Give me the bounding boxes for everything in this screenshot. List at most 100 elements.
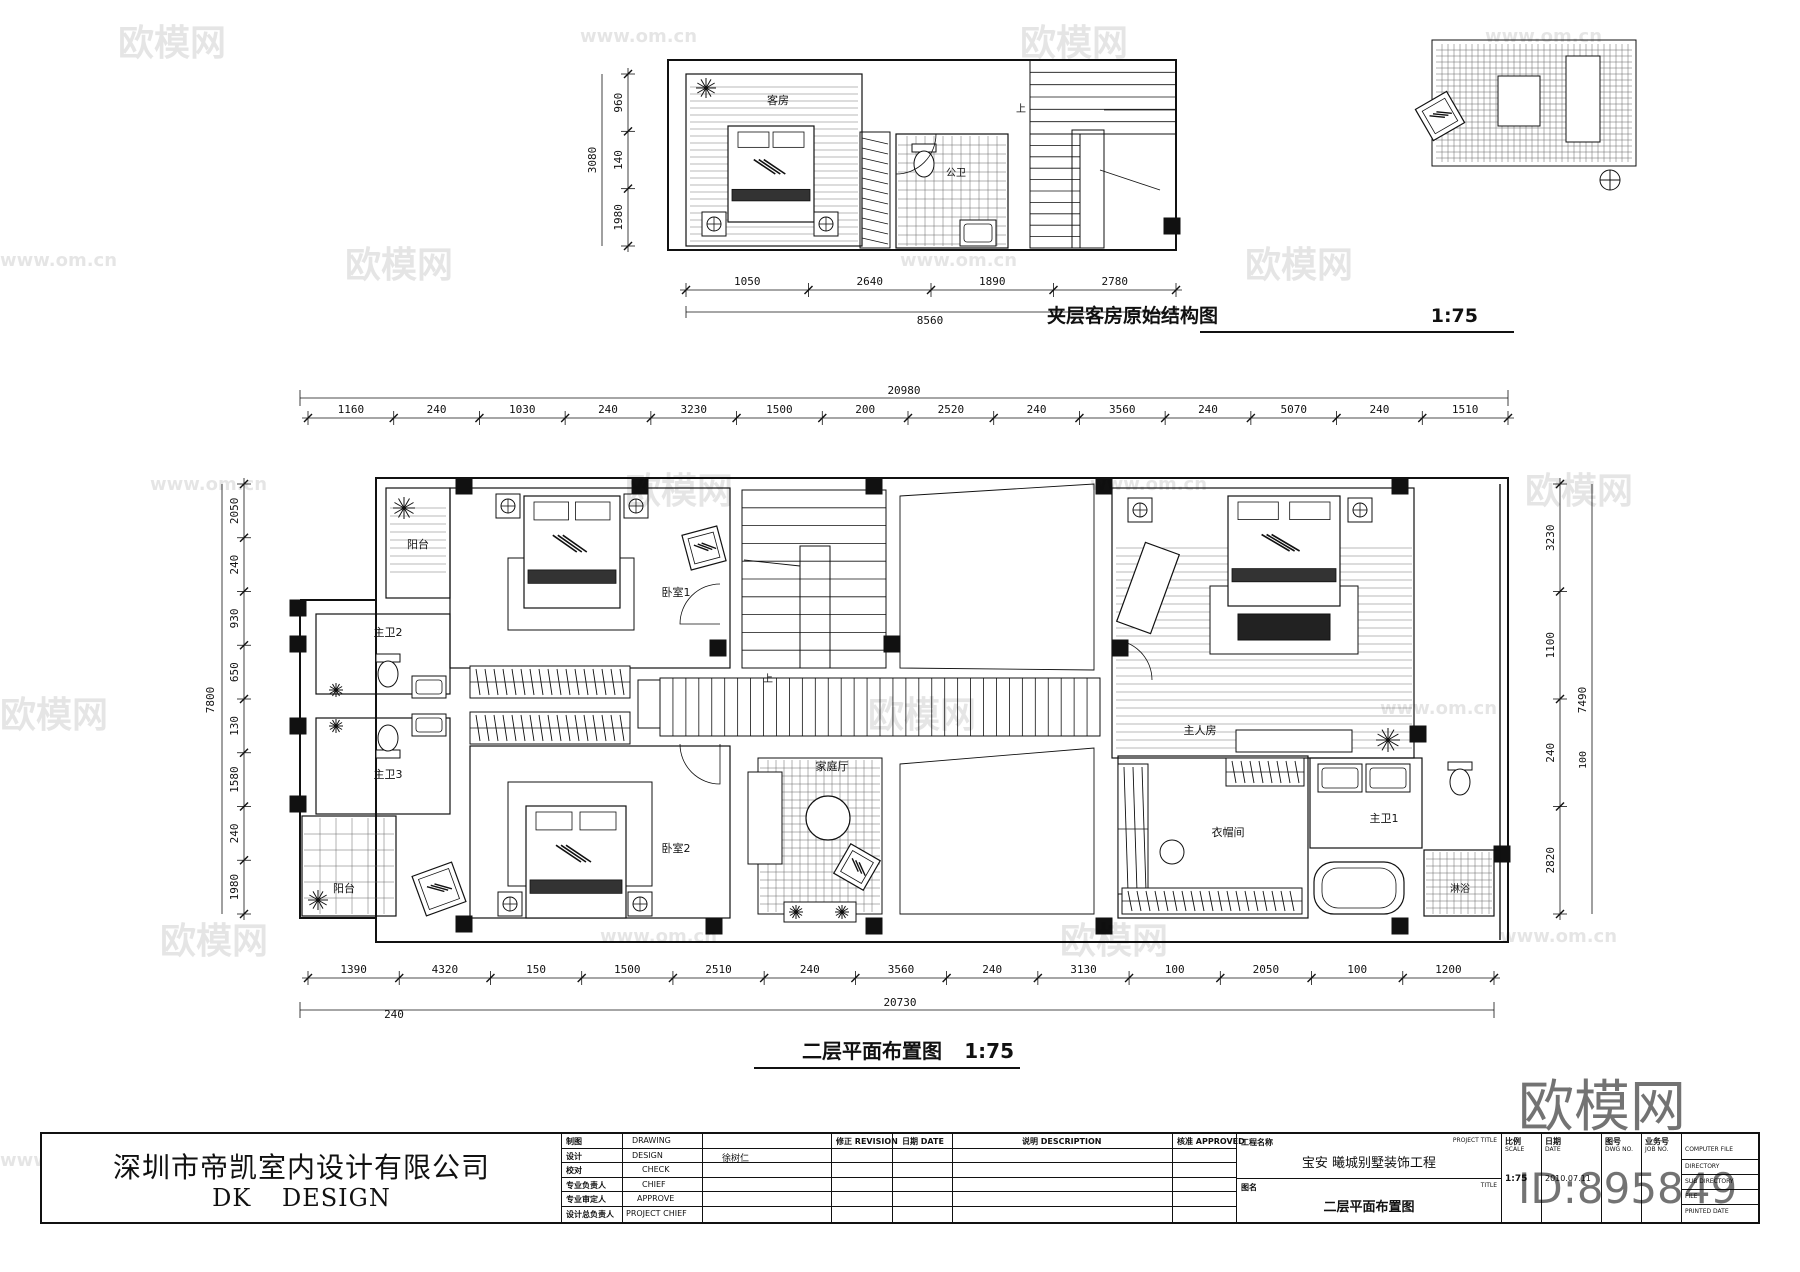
armchair-cushion bbox=[1436, 111, 1452, 115]
plant-leaf bbox=[1387, 739, 1395, 751]
scale-value: 1:75 bbox=[1505, 1174, 1528, 1184]
wardrobe-hanger bbox=[511, 714, 517, 742]
second-floor-west-bay bbox=[299, 599, 376, 919]
bed-pillow bbox=[579, 811, 617, 831]
plant-leaf bbox=[792, 905, 797, 913]
balcony-bottom-plant bbox=[308, 890, 328, 910]
dimension-slash bbox=[1215, 973, 1225, 983]
family-hall-plant bbox=[835, 905, 849, 919]
dimension-slash bbox=[1171, 285, 1181, 295]
signoff-role-en: DRAWING bbox=[632, 1136, 671, 1145]
armchair-seat bbox=[687, 531, 721, 565]
bath1-toilet bbox=[1447, 761, 1473, 796]
toilet-bowl bbox=[377, 724, 399, 752]
dimension-slash bbox=[239, 479, 249, 489]
wardrobe-hanger bbox=[1240, 760, 1246, 784]
dimension-label: 1030 bbox=[509, 403, 536, 416]
second-floor-outline bbox=[375, 477, 1509, 943]
signoff-grid: 制图 DRAWING 设计 DESIGN 徐树仁 校对 CHECK 专业负责人 … bbox=[562, 1134, 832, 1222]
bed-pillow bbox=[772, 131, 805, 148]
dimension-label: 240 bbox=[598, 403, 618, 416]
dimension-label: 1200 bbox=[1435, 963, 1462, 976]
bath2-label: 主卫2 bbox=[374, 626, 403, 639]
wardrobe-hanger bbox=[1289, 890, 1295, 912]
signoff-role-en: CHIEF bbox=[642, 1179, 666, 1189]
wardrobe-hanger bbox=[1262, 890, 1268, 912]
wardrobe-hanger bbox=[610, 714, 616, 742]
armchair-body bbox=[832, 842, 882, 892]
wardrobe-hanger bbox=[1235, 890, 1241, 912]
dimension-slash bbox=[1332, 413, 1342, 423]
wardrobe-hanger bbox=[1231, 760, 1237, 784]
armchair-cushion bbox=[855, 860, 863, 874]
scale-label: 比例 bbox=[1505, 1137, 1521, 1146]
revision-row bbox=[832, 1192, 1237, 1207]
signoff-role-en: PROJECT CHIEF bbox=[626, 1209, 687, 1218]
armchair-seat bbox=[1421, 97, 1459, 135]
plant-leaf bbox=[1387, 733, 1399, 741]
company-name-en-2: DESIGN bbox=[281, 1184, 391, 1212]
plant-leaf bbox=[697, 82, 707, 89]
master-chaise-lounge bbox=[1115, 541, 1181, 635]
dimension-label: 130 bbox=[228, 716, 241, 736]
dimension-label: 3230 bbox=[1544, 525, 1557, 552]
second-floor-dim-right-total: 7490 bbox=[1576, 687, 1589, 714]
sink-counter bbox=[1365, 763, 1411, 793]
dimension-slash bbox=[239, 909, 249, 919]
balcony-bottom-tiles bbox=[304, 818, 394, 914]
watermark-logo-big: 欧模网 bbox=[1518, 1075, 1686, 1140]
signoff-row: 专业负责人 CHIEF bbox=[562, 1178, 832, 1193]
dimension-label: 240 bbox=[1198, 403, 1218, 416]
dimension-label: 100 bbox=[1347, 963, 1367, 976]
dwg-no-label: 图号 bbox=[1605, 1137, 1621, 1146]
dimension-slash bbox=[623, 184, 633, 194]
bedroom2-label: 卧室2 bbox=[662, 841, 691, 855]
bed-cover-fold bbox=[557, 534, 583, 553]
wardrobe-hanger bbox=[547, 714, 553, 742]
dimension-slash bbox=[239, 533, 249, 543]
closet-side-wardrobe bbox=[1117, 763, 1149, 895]
wardrobe-hanger bbox=[475, 714, 481, 742]
plant-leaf bbox=[838, 905, 843, 913]
master-plant bbox=[1376, 728, 1400, 752]
closet-top-wardrobe bbox=[1225, 757, 1305, 787]
dimension-label: 150 bbox=[526, 963, 546, 976]
dimension-slash bbox=[732, 413, 742, 423]
balcony-top-plant bbox=[393, 497, 415, 519]
armchair-cushion bbox=[1429, 115, 1445, 119]
public-bath-label: 公卫 bbox=[946, 168, 966, 179]
armchair-cushion bbox=[697, 543, 713, 551]
bed-cover-fold bbox=[552, 534, 578, 553]
dimension-slash bbox=[303, 973, 313, 983]
dimension-label: 1100 bbox=[1544, 632, 1557, 659]
dimension-label: 2780 bbox=[1102, 275, 1129, 288]
stair-break-line bbox=[743, 559, 801, 567]
wardrobe-hanger bbox=[1267, 760, 1273, 784]
signoff-role-cn: 专业审定人 bbox=[566, 1195, 606, 1205]
wardrobe-hanger bbox=[1154, 890, 1160, 912]
mezzanine-stair-upper bbox=[1029, 59, 1177, 135]
armchair-body bbox=[411, 861, 467, 917]
company-name-en: DK DESIGN bbox=[42, 1184, 561, 1212]
wardrobe-hanger bbox=[1141, 766, 1147, 892]
wardrobe-hanger bbox=[1208, 890, 1214, 912]
wardrobe-hanger bbox=[1145, 890, 1151, 912]
wardrobe-hanger bbox=[484, 714, 490, 742]
plant-leaf bbox=[317, 899, 327, 906]
bath1-sink bbox=[1365, 763, 1411, 793]
structural-column bbox=[705, 917, 723, 935]
wardrobe-hanger bbox=[1276, 760, 1282, 784]
structural-column bbox=[289, 795, 307, 813]
armchair-body bbox=[681, 525, 727, 571]
dimension-slash bbox=[1555, 802, 1565, 811]
wardrobe-hanger bbox=[583, 668, 589, 696]
master-dresser bbox=[1235, 729, 1353, 753]
dimension-slash bbox=[903, 413, 913, 423]
void-outline-upper bbox=[899, 483, 1095, 671]
thumbnail-armchair bbox=[1414, 90, 1466, 142]
wardrobe-hanger bbox=[1258, 760, 1264, 784]
family-hall-label: 家庭厅 bbox=[816, 759, 849, 773]
file-label: FILE bbox=[1685, 1193, 1698, 1200]
